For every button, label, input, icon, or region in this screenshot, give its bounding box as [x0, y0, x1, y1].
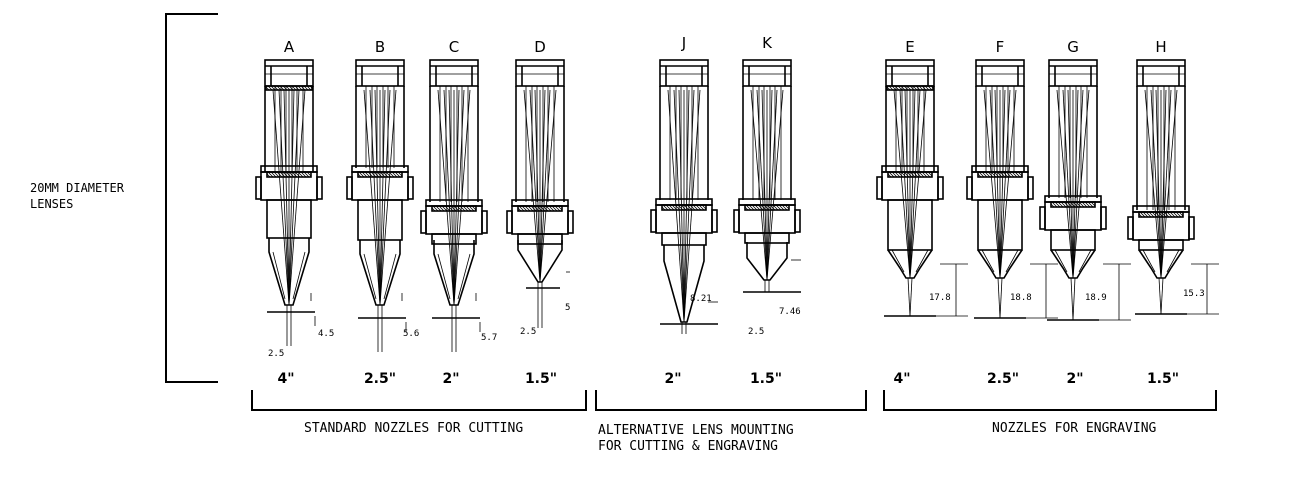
nozzle-C	[420, 59, 488, 352]
focal-H: 1.5"	[1147, 371, 1179, 387]
nozzle-A	[255, 59, 323, 346]
nozzle-H	[1127, 59, 1219, 315]
left-bracket	[165, 13, 218, 383]
bracket-alternative	[595, 390, 867, 411]
nozzle-label-C: C	[449, 38, 459, 56]
nozzle-label-J: J	[681, 34, 686, 52]
dim-G-height: 18.9	[1085, 293, 1107, 303]
focal-G: 2"	[1066, 371, 1083, 387]
nozzle-E	[876, 59, 968, 317]
nozzle-J	[650, 59, 718, 334]
nozzle-G	[1039, 59, 1131, 321]
focal-B: 2.5"	[364, 371, 396, 387]
dim-C-gap: 5.7	[481, 333, 497, 343]
side-label-line1: 20MM DIAMETER	[30, 181, 125, 195]
nozzle-label-E: E	[905, 38, 914, 56]
dim-E-height: 17.8	[929, 293, 951, 303]
nozzle-label-D: D	[534, 38, 546, 56]
dim-B-gap: 5.6	[403, 329, 419, 339]
focal-J: 2"	[664, 371, 681, 387]
dim-H-height: 15.3	[1183, 289, 1205, 299]
dim-D-gap: 5	[565, 303, 570, 313]
nozzle-B	[346, 59, 414, 352]
focal-K: 1.5"	[750, 371, 782, 387]
focal-C: 2"	[442, 371, 459, 387]
nozzle-F	[966, 59, 1058, 319]
focal-D: 1.5"	[525, 371, 557, 387]
nozzle-label-G: G	[1067, 38, 1079, 56]
nozzle-label-K: K	[762, 34, 773, 52]
nozzle-label-B: B	[375, 38, 385, 56]
dim-K-tip: 2.5	[748, 327, 764, 337]
nozzle-label-H: H	[1155, 38, 1166, 56]
focal-E: 4"	[893, 371, 910, 387]
dim-A-gap: 4.5	[318, 329, 334, 339]
nozzle-letters: A B C D J K E F G H	[284, 34, 1167, 56]
bracket-cutting	[251, 390, 587, 411]
nozzle-label-F: F	[996, 38, 1005, 56]
focal-lengths: 4" 2.5" 2" 1.5" 2" 1.5" 4" 2.5" 2" 1.5"	[277, 371, 1179, 387]
dim-F-height: 18.8	[1010, 293, 1032, 303]
group-label-engraving: NOZZLES FOR ENGRAVING	[992, 421, 1157, 436]
nozzle-D	[506, 59, 574, 328]
nozzle-K	[733, 59, 801, 293]
group-label-cutting: STANDARD NOZZLES FOR CUTTING	[304, 421, 523, 436]
bracket-engraving	[883, 390, 1217, 411]
focal-F: 2.5"	[987, 371, 1019, 387]
dim-A-tip: 2.5	[268, 349, 284, 359]
focal-A: 4"	[277, 371, 294, 387]
dimension-labels: 4.5 2.5 5.6 5.7 5 2.5 8.21 7.46 2.5 17.8…	[268, 289, 1205, 359]
group-label-alternative-line2: FOR CUTTING & ENGRAVING	[598, 439, 778, 454]
nozzle-label-A: A	[284, 38, 295, 56]
dim-D-tip: 2.5	[520, 327, 536, 337]
dim-K-gap: 7.46	[779, 307, 801, 317]
nozzle-drawings	[255, 59, 1219, 352]
side-label-line2: LENSES	[30, 197, 73, 211]
group-label-alternative-line1: ALTERNATIVE LENS MOUNTING	[598, 423, 794, 438]
dim-J-gap: 8.21	[690, 294, 712, 304]
